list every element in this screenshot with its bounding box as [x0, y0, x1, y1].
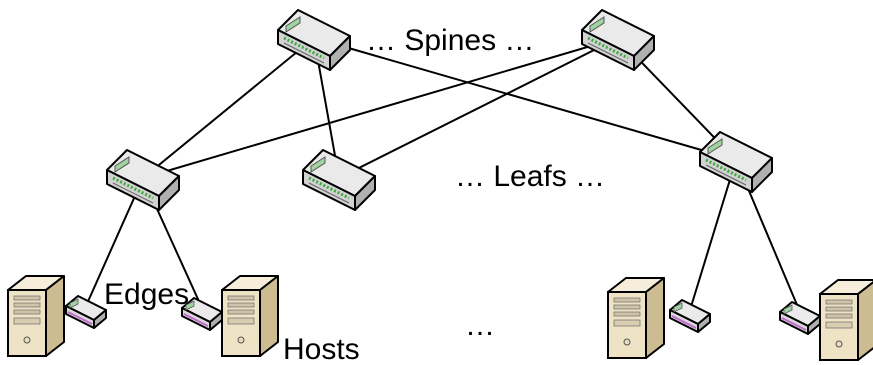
hosts-label: Hosts	[283, 333, 360, 365]
links-layer	[85, 37, 801, 313]
spines-label: … Spines …	[366, 24, 534, 57]
link-spine-1-leaf-1	[142, 37, 315, 179]
edge-3-edge-switch-icon	[669, 299, 711, 333]
link-spine-2-leaf-1	[142, 37, 619, 179]
host-3-host-server-icon	[607, 277, 665, 359]
host-2-host-server-icon	[221, 275, 279, 357]
leafs-label: … Leafs …	[455, 160, 605, 193]
spine-1-spine-switch-icon	[276, 8, 352, 72]
link-leaf-3-edge-3	[689, 159, 737, 311]
link-spine-1-leaf-3	[313, 37, 737, 161]
edges-label: Edges	[104, 278, 189, 311]
host-4-host-server-icon	[819, 279, 873, 361]
link-spine-2-leaf-2	[338, 37, 619, 179]
spine-2-spine-switch-icon	[580, 8, 656, 72]
hosts-ellipsis-label: …	[465, 309, 495, 342]
link-leaf-1-edge-1	[85, 177, 144, 307]
leaf-2-leaf-switch-icon	[301, 148, 377, 212]
edge-4-edge-switch-icon	[779, 301, 821, 335]
host-1-host-server-icon	[7, 275, 65, 357]
leaf-1-leaf-switch-icon	[105, 148, 181, 212]
edge-1-edge-switch-icon	[65, 295, 107, 329]
leaf-3-leaf-switch-icon	[698, 130, 774, 194]
